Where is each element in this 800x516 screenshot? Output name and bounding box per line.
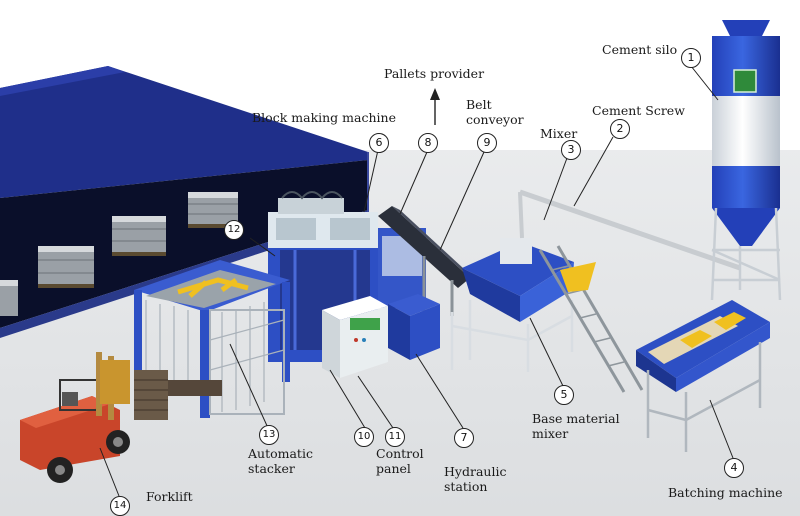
pallet-stack bbox=[134, 370, 168, 420]
marker-9: 9 bbox=[477, 133, 497, 153]
label-belt-conveyor: Belt conveyor bbox=[466, 97, 524, 127]
label-control-panel: Control panel bbox=[376, 446, 424, 476]
skip-track bbox=[538, 245, 644, 393]
label-block-making-machine: Block making machine bbox=[252, 110, 396, 125]
marker-13: 13 bbox=[259, 425, 279, 445]
marker-6: 6 bbox=[369, 133, 389, 153]
control-panel-art bbox=[322, 296, 388, 378]
marker-4: 4 bbox=[724, 458, 744, 478]
marker-10: 10 bbox=[354, 427, 374, 447]
label-base-material-mixer: Base material mixer bbox=[532, 411, 620, 441]
label-cement-screw: Cement Screw bbox=[592, 103, 685, 118]
marker-7: 7 bbox=[454, 428, 474, 448]
marker-1: 1 bbox=[681, 48, 701, 68]
cement-silo-art bbox=[710, 20, 782, 301]
marker-8: 8 bbox=[418, 133, 438, 153]
hydraulic-station-art bbox=[388, 294, 440, 360]
label-hydraulic-station: Hydraulic station bbox=[444, 464, 507, 494]
label-mixer: Mixer bbox=[540, 126, 578, 141]
marker-2: 2 bbox=[610, 119, 630, 139]
label-automatic-stacker: Automatic stacker bbox=[248, 446, 313, 476]
forklift-art bbox=[20, 352, 130, 483]
label-pallets-provider: Pallets provider bbox=[384, 66, 485, 81]
marker-12: 12 bbox=[224, 220, 244, 240]
cement-screw-art bbox=[518, 189, 741, 271]
label-batching-machine: Batching machine bbox=[668, 485, 783, 500]
leader-lines bbox=[99, 65, 734, 497]
label-forklift: Forklift bbox=[146, 489, 193, 504]
batching-machine-art bbox=[636, 300, 770, 452]
marker-14: 14 bbox=[110, 496, 130, 516]
automatic-stacker-art bbox=[134, 260, 290, 418]
pallets-arrow bbox=[430, 88, 440, 125]
marker-5: 5 bbox=[554, 385, 574, 405]
base-material-mixer-art bbox=[450, 238, 574, 372]
label-cement-silo: Cement silo bbox=[602, 42, 678, 57]
marker-3: 3 bbox=[561, 140, 581, 160]
marker-11: 11 bbox=[385, 427, 405, 447]
